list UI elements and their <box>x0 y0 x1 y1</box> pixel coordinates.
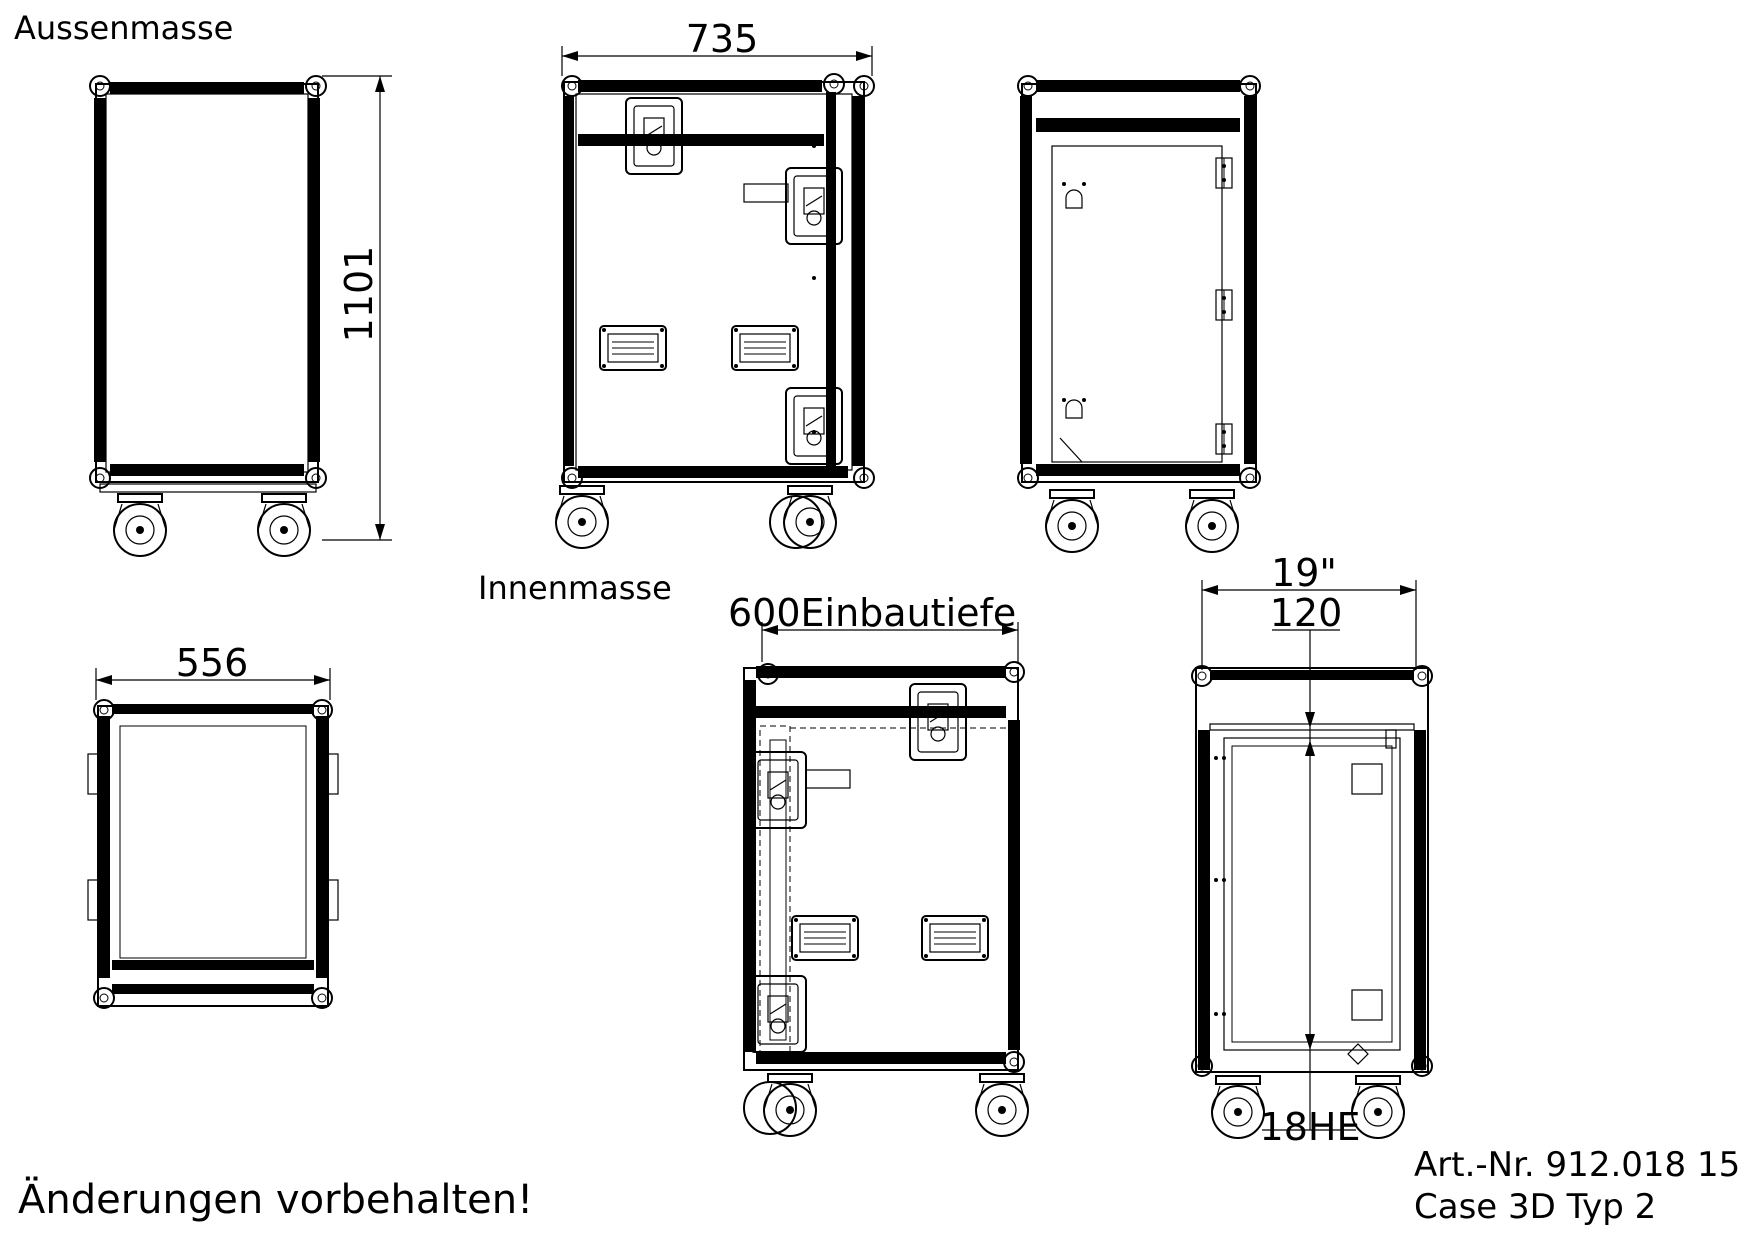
front-view-inner <box>87 668 339 1009</box>
rack-units-label: 18HE <box>1260 1105 1361 1149</box>
height-outer-label: 1101 <box>337 246 381 343</box>
case-type: Case 3D Typ 2 <box>1414 1187 1657 1227</box>
side-view-outer <box>555 46 875 549</box>
width-inner-label: 556 <box>176 641 249 685</box>
width-outer-label: 735 <box>686 17 759 61</box>
rack-width-label: 19" <box>1271 551 1337 595</box>
aenderungen-label: Änderungen vorbehalten! <box>18 1177 534 1223</box>
aussenmasse-label: Aussenmasse <box>14 9 234 47</box>
side-view-inner <box>743 622 1029 1137</box>
rear-view-outer <box>1017 75 1261 553</box>
rack-view-inner <box>1191 580 1433 1139</box>
article-number: Art.-Nr. 912.018 15 <box>1414 1145 1741 1185</box>
innenmasse-label: Innenmasse <box>478 569 672 607</box>
front-view-outer <box>89 75 392 557</box>
depth-inner-label: 600Einbautiefe <box>728 591 1016 635</box>
rack-offset-label: 120 <box>1270 591 1343 635</box>
